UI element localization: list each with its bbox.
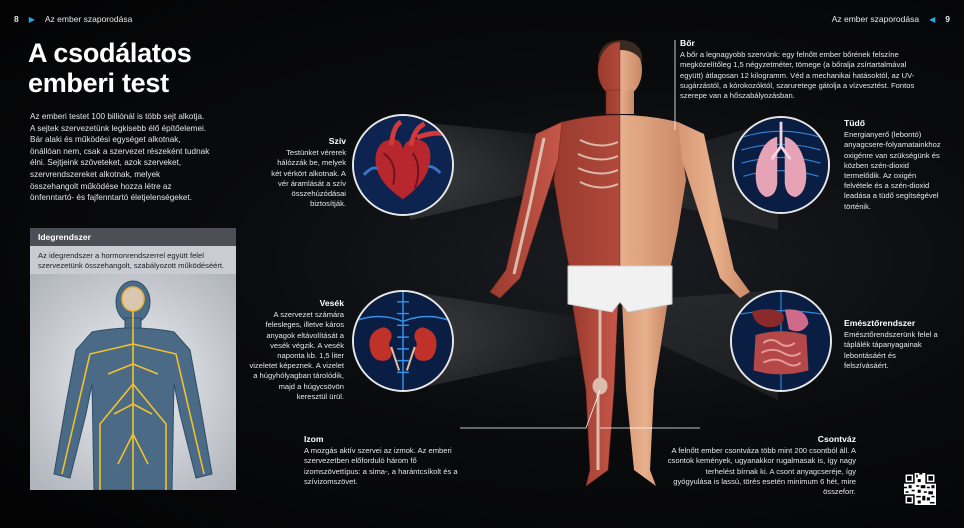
- triangle-right-icon: ▶: [28, 14, 35, 24]
- nervous-system-illustration: [30, 274, 236, 490]
- page-number-left: 8: [14, 14, 19, 24]
- label-lung: Tüdő Energianyerő (lebontó) anyagcsere-f…: [844, 118, 944, 212]
- kidney-circle: [352, 290, 454, 392]
- lung-circle: [732, 116, 830, 214]
- lung-illustration: [734, 118, 828, 212]
- header-left: 8 ▶ Az ember szaporodása: [14, 14, 132, 24]
- label-muscle-title: Izom: [304, 434, 324, 444]
- label-skeleton: Csontváz A felnőtt ember csontváza több …: [666, 434, 856, 497]
- label-skeleton-title: Csontváz: [817, 434, 856, 444]
- triangle-left-icon: ◀: [929, 14, 936, 24]
- label-heart-text: Testünket vérerek hálózzák be, melyek ké…: [271, 148, 346, 209]
- panel-text: Az idegrendszer a hormonrendszerrel együ…: [38, 251, 225, 270]
- chapter-title-right: Az ember szaporodása: [831, 14, 920, 24]
- digestive-circle: [730, 290, 832, 392]
- label-kidney-text: A szervezet számára felesleges, illetve …: [249, 310, 344, 401]
- page-title-line2: emberi test: [28, 68, 169, 98]
- qr-code-icon[interactable]: [904, 473, 936, 505]
- label-skin-text: A bőr a legnagyobb szervünk: egy felnőtt…: [680, 50, 915, 101]
- label-skin: Bőr A bőr a legnagyobb szervünk: egy fel…: [680, 38, 920, 101]
- nervous-system-panel: Idegrendszer Az idegrendszer a hormonren…: [30, 228, 236, 490]
- label-kidney: Vesék A szervezet számára felesleges, il…: [248, 298, 344, 402]
- page-title-line1: A csodálatos: [28, 38, 192, 68]
- label-heart-title: Szív: [328, 136, 346, 146]
- page-title: A csodálatos emberi test: [28, 38, 192, 98]
- label-lung-title: Tüdő: [844, 118, 865, 128]
- label-kidney-title: Vesék: [319, 298, 344, 308]
- label-digestive-text: Emésztőrendszerünk felel a táplálék tápa…: [844, 330, 938, 370]
- label-muscle: Izom A mozgás aktív szervei az izmok. Az…: [304, 434, 464, 487]
- digestive-illustration: [732, 292, 830, 390]
- panel-title: Idegrendszer: [30, 228, 236, 246]
- chapter-title-left: Az ember szaporodása: [44, 14, 133, 24]
- kidney-illustration: [354, 292, 452, 390]
- label-skin-title: Bőr: [680, 38, 695, 48]
- header-right: Az ember szaporodása ◀ 9: [832, 14, 950, 24]
- label-skeleton-text: A felnőtt ember csontváza több mint 200 …: [667, 446, 856, 497]
- page-number-right: 9: [945, 14, 950, 24]
- label-digestive: Emésztőrendszer Emésztőrendszerünk felel…: [844, 318, 940, 371]
- human-body-illustration: [400, 40, 778, 487]
- label-muscle-text: A mozgás aktív szervei az izmok. Az embe…: [304, 446, 458, 486]
- heart-illustration: [354, 116, 452, 214]
- label-lung-text: Energianyerő (lebontó) anyagcsere-folyam…: [844, 130, 941, 211]
- heart-circle: [352, 114, 454, 216]
- intro-text: Az emberi testet 100 billiónál is több s…: [30, 112, 210, 203]
- label-heart: Szív Testünket vérerek hálózzák be, mely…: [266, 136, 346, 209]
- label-digestive-title: Emésztőrendszer: [844, 318, 916, 328]
